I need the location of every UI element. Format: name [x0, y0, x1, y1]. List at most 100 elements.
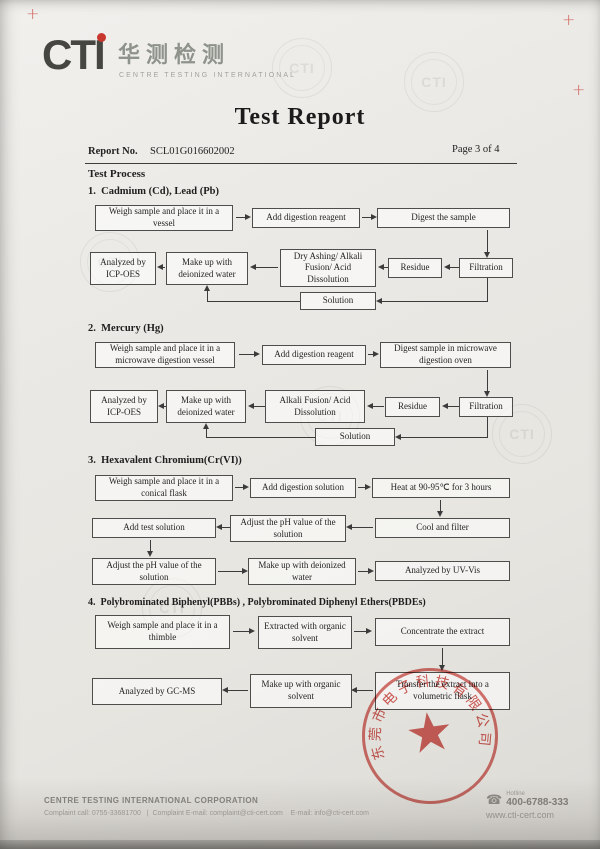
arrow-left-icon	[216, 523, 230, 530]
flow-box-digest: Digest the sample	[377, 208, 510, 228]
hotline-label: Hotline	[506, 791, 525, 797]
arrow-right-icon	[354, 627, 372, 634]
arrow-left-icon	[157, 263, 165, 270]
flow-box-dissolution: Dry Ashing/ Alkali Fusion/ Acid Dissolut…	[280, 249, 376, 287]
arrow-right-icon	[358, 567, 374, 574]
cti-watermark: CTI	[272, 38, 332, 98]
company-stamp: 东莞市电子科技有限公司 ★	[353, 659, 507, 813]
flow-box-makeup: Make up with deionized water	[166, 252, 248, 285]
arrow-left-icon	[395, 433, 487, 440]
arrow-right-icon	[233, 627, 255, 634]
arrow-left-icon	[250, 263, 278, 270]
report-no-value: SCL01G016602002	[150, 146, 235, 157]
stamp-text-arc: 东莞市电子科技有限公司	[359, 666, 494, 767]
flow-box-dissolution: Alkali Fusion/ Acid Dissolution	[265, 390, 365, 423]
arrow-up-icon	[203, 285, 210, 301]
page-number: Page 3 of 4	[452, 144, 500, 155]
flow-box-add-test-solution: Add test solution	[92, 518, 216, 538]
cti-logo-chinese: 华测检测	[118, 42, 231, 67]
section-heading: 3. Hexavalent Chromium(Cr(VI))	[88, 455, 242, 466]
flow-box-digest: Digest sample in microwave digestion ove…	[380, 342, 511, 368]
arrow-left-icon	[378, 263, 388, 270]
arrow-left-icon	[376, 297, 487, 304]
flow-box-add-reagent: Add digestion reagent	[262, 345, 366, 365]
flow-box-residue: Residue	[388, 258, 442, 278]
flow-box-extracted: Extracted with organic solvent	[258, 616, 352, 649]
flow-box-weigh-sample: Weigh sample and place it in a conical f…	[95, 475, 233, 501]
flow-box-solution: Solution	[315, 428, 395, 446]
flow-box-add-reagent: Add digestion reagent	[252, 208, 360, 228]
cti-logo-subtitle: CENTRE TESTING INTERNATIONAL	[119, 72, 297, 79]
footer-company-name: CENTRE TESTING INTERNATIONAL CORPORATION	[44, 796, 259, 805]
watermark-text: CTI	[509, 426, 535, 442]
flow-box-weigh-sample: Weigh sample and place it in a thimble	[95, 615, 230, 649]
cti-watermark: CTI	[492, 404, 552, 464]
arrow-right-icon	[362, 213, 377, 220]
flow-box-makeup: Make up with organic solvent	[250, 674, 352, 708]
flow-box-filtration: Filtration	[459, 258, 513, 278]
flow-box-weigh-sample: Weigh sample and place it in a microwave…	[95, 342, 235, 368]
report-no-label: Report No.	[88, 146, 138, 157]
arrow-left-icon	[442, 402, 459, 409]
arrow-right-icon	[218, 567, 248, 574]
cti-watermark: CTI	[404, 52, 464, 112]
flow-box-adjust-ph-2: Adjust the pH value of the solution	[92, 558, 216, 585]
website-url: www.cti-cert.com	[486, 810, 555, 820]
flow-box-residue: Residue	[385, 397, 440, 417]
arrow-right-icon	[235, 483, 249, 490]
footer-contact-info: Complaint call: 0755-33681700 | Complain…	[44, 810, 369, 817]
footer-shadow	[0, 778, 600, 849]
flow-box-analyzed: Analyzed by UV-Vis	[375, 561, 510, 581]
flow-box-transfer: Transfer the extract into a volumetric f…	[375, 672, 510, 710]
arrow-left-icon	[222, 686, 248, 693]
arrow-left-icon	[367, 402, 384, 409]
connector-line	[207, 301, 300, 303]
registration-mark-icon: +	[562, 10, 576, 29]
arrow-down-icon	[438, 648, 445, 671]
section-heading: 2. Mercury (Hg)	[88, 323, 164, 334]
arrow-right-icon	[236, 213, 251, 220]
flow-box-add-digestion: Add digestion solution	[250, 478, 356, 498]
arrow-left-icon	[444, 263, 459, 270]
arrow-down-icon	[483, 230, 490, 258]
phone-icon: ☎	[486, 791, 503, 807]
flow-box-adjust-ph-1: Adjust the pH value of the solution	[230, 515, 346, 542]
flow-box-cool-filter: Cool and filter	[375, 518, 510, 538]
flow-box-solution: Solution	[300, 292, 376, 310]
flow-box-concentrate: Concentrate the extract	[375, 618, 510, 646]
arrow-right-icon	[239, 350, 260, 357]
registration-mark-icon: +	[572, 80, 586, 99]
page-title: Test Report	[234, 104, 366, 130]
header-rule	[85, 163, 517, 164]
cti-logo-dot-icon	[97, 33, 106, 42]
flow-box-heat: Heat at 90-95℃ for 3 hours	[372, 478, 510, 498]
arrow-down-icon	[436, 500, 443, 517]
flow-box-filtration: Filtration	[459, 397, 513, 417]
flow-box-weigh-sample: Weigh sample and place it in a vessel	[95, 205, 233, 231]
arrow-up-icon	[202, 423, 209, 437]
cti-logo-text: CTI	[42, 31, 106, 78]
footer-hotline-block: ☎ Hotline 400-6788-333 www.cti-cert.com	[486, 791, 596, 820]
hotline-number: 400-6788-333	[506, 797, 569, 808]
connector-line	[206, 437, 315, 439]
flow-box-makeup: Make up with deionized water	[248, 558, 356, 585]
arrow-left-icon	[248, 402, 265, 409]
watermark-text: CTI	[421, 74, 447, 90]
arrow-down-icon	[483, 370, 490, 397]
section-heading: 4. Polybrominated Biphenyl(PBBs) , Polyb…	[88, 597, 426, 608]
flow-box-analyzed: Analyzed by GC-MS	[92, 678, 222, 705]
arrow-right-icon	[368, 350, 379, 357]
flow-box-analyzed: Analyzed by ICP-OES	[90, 390, 158, 423]
section-heading: 1. Cadmium (Cd), Lead (Pb)	[88, 186, 219, 197]
connector-line	[487, 417, 489, 438]
arrow-left-icon	[346, 523, 373, 530]
arrow-left-icon	[158, 402, 166, 409]
registration-mark-icon: +	[26, 4, 40, 23]
arrow-down-icon	[146, 540, 153, 557]
page-bottom-edge	[0, 840, 600, 849]
flow-box-analyzed: Analyzed by ICP-OES	[90, 252, 156, 285]
connector-line	[487, 278, 489, 302]
flow-box-makeup: Make up with deionized water	[166, 390, 246, 423]
arrow-right-icon	[358, 483, 371, 490]
